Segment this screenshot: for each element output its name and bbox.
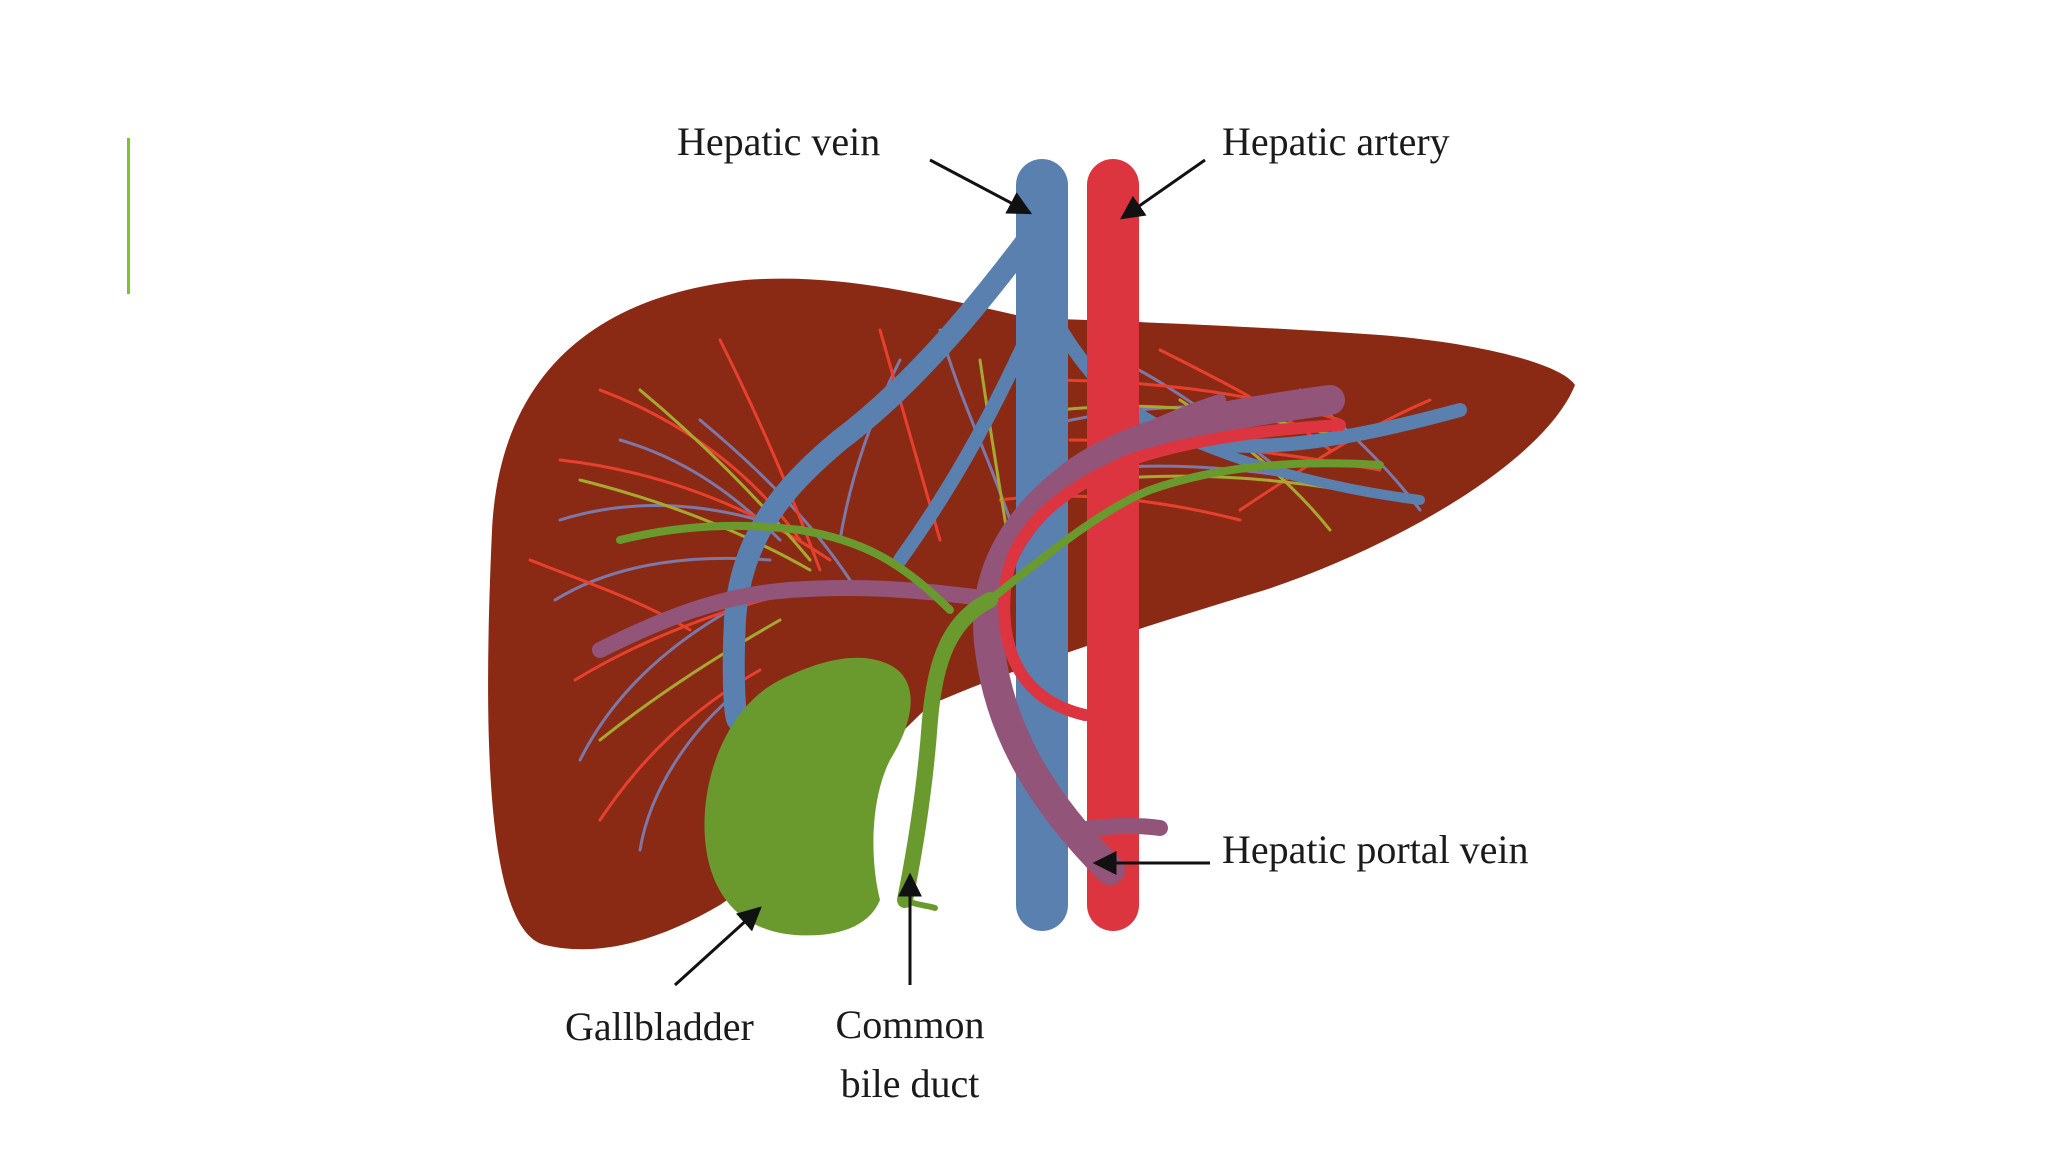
leader-lines	[673, 158, 1210, 987]
hepatic-artery-branch	[998, 419, 1346, 721]
gallbladder-shape	[704, 657, 911, 936]
label-common-bile-duct-line1: Common	[836, 1002, 985, 1047]
hepatic-artery-leader	[1120, 158, 1206, 220]
accent-bar	[127, 138, 130, 294]
label-hepatic-vein: Hepatic vein	[677, 119, 880, 164]
bile-duct	[616, 459, 1384, 911]
label-hepatic-portal-vein: Hepatic portal vein	[1222, 827, 1529, 872]
label-hepatic-artery: Hepatic artery	[1222, 119, 1450, 164]
label-gallbladder: Gallbladder	[565, 1004, 754, 1049]
gallbladder-leader	[673, 906, 762, 987]
hepatic-vein-leader	[929, 158, 1033, 215]
label-common-bile-duct-line2: bile duct	[841, 1061, 980, 1106]
